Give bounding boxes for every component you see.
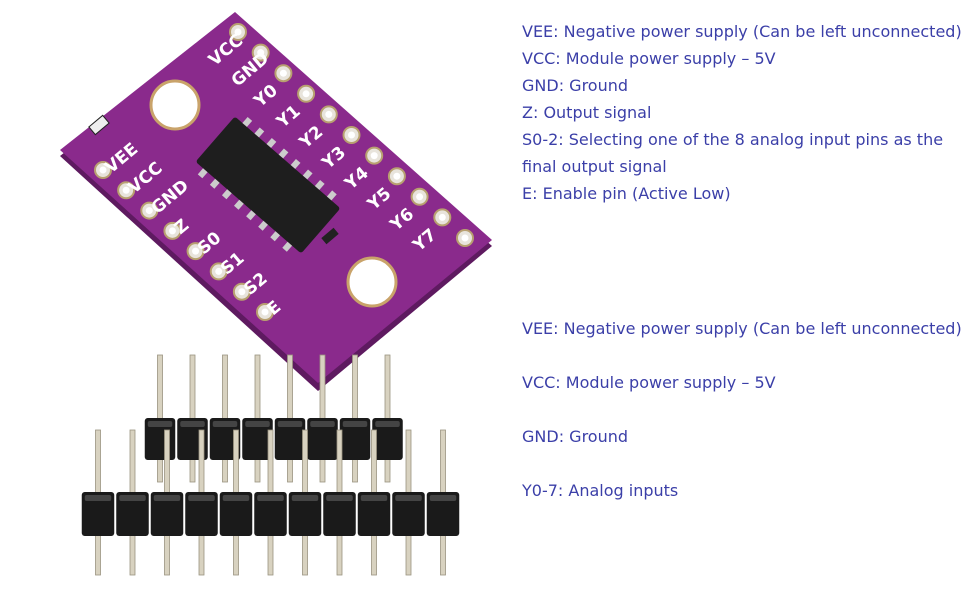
header-highlight — [395, 495, 422, 501]
pin-hole — [416, 193, 424, 201]
header-highlight — [188, 495, 215, 501]
header-8pin-block — [274, 418, 306, 460]
header-8pin-block — [209, 418, 241, 460]
header-11pin-block — [357, 492, 391, 536]
chip-leg — [266, 137, 277, 148]
chip-leg — [246, 210, 256, 221]
header-highlight — [84, 495, 112, 501]
chip-leg — [258, 220, 268, 231]
pin-hole — [348, 131, 355, 139]
pcb-board — [60, 12, 492, 391]
header-11pin-block — [81, 492, 115, 536]
pin-hole — [325, 110, 333, 118]
header-11pin-block — [150, 492, 184, 536]
desc-vee: VEE: Negative power supply (Can be left … — [522, 22, 962, 41]
chip-leg — [314, 179, 325, 190]
ic-chip — [196, 116, 340, 253]
smd-component — [88, 114, 110, 136]
header-highlight — [119, 495, 146, 501]
header-highlight — [153, 495, 181, 501]
header-highlight — [180, 421, 205, 427]
mounting-hole — [149, 79, 201, 131]
pin-hole — [99, 166, 107, 174]
header-8pin-block — [307, 418, 338, 460]
header-highlight — [245, 421, 270, 427]
pin-description-top: VEE: Negative power supply (Can be left … — [522, 18, 967, 207]
desc-z: Z: Output signal — [522, 103, 652, 122]
pin-hole — [234, 28, 242, 36]
desc-vcc: VCC: Module power supply – 5V — [522, 49, 776, 68]
pin-hole — [145, 207, 153, 215]
header-highlight — [291, 495, 319, 501]
pin-hole — [122, 186, 130, 194]
chip-leg — [302, 169, 313, 180]
pin-hole — [168, 227, 176, 235]
chip-leg — [234, 199, 244, 210]
header-highlight — [360, 495, 388, 501]
chip-leg — [270, 231, 281, 242]
chip-leg — [278, 148, 289, 159]
desc-gnd: GND: Ground — [522, 427, 629, 446]
header-highlight — [277, 421, 303, 427]
pin-description-bottom: VEE: Negative power supply (Can be left … — [522, 315, 967, 531]
header-8pin-block — [339, 418, 371, 460]
pin-hole — [192, 247, 200, 255]
pin-hole — [257, 49, 265, 57]
pin-hole — [302, 90, 310, 98]
header-highlight — [222, 495, 250, 501]
header-11pin-block — [426, 492, 460, 536]
pin-hole — [438, 213, 446, 221]
header-highlight — [310, 421, 335, 427]
pin-hole — [393, 172, 401, 180]
pin-hole — [370, 152, 378, 160]
pin-hole — [238, 288, 246, 296]
header-11pin-block — [288, 492, 322, 536]
header-11pin-block — [219, 492, 253, 536]
header-11pin-block — [254, 492, 287, 536]
chip-leg — [290, 158, 301, 169]
header-11pin-block — [185, 492, 218, 536]
smd-component — [321, 227, 339, 245]
chip-leg — [326, 190, 337, 201]
header-highlight — [375, 421, 400, 427]
chip-leg — [282, 241, 293, 252]
header-highlight — [212, 421, 238, 427]
desc-s0-2: S0-2: Selecting one of the 8 analog inpu… — [522, 130, 944, 176]
header-highlight — [326, 495, 353, 501]
desc-vcc: VCC: Module power supply – 5V — [522, 373, 776, 392]
desc-e: E: Enable pin (Active Low) — [522, 184, 731, 203]
desc-vee: VEE: Negative power supply (Can be left … — [522, 319, 962, 338]
header-8pin-block — [242, 418, 273, 460]
mounting-hole — [346, 256, 398, 308]
desc-y0-7: Y0-7: Analog inputs — [522, 481, 679, 500]
pin-hole — [215, 267, 223, 275]
pin-hole — [261, 308, 269, 316]
chip-leg — [197, 168, 208, 179]
header-highlight — [342, 421, 368, 427]
pin-hole — [279, 69, 287, 77]
chip-leg — [254, 127, 265, 138]
pin-hole — [461, 234, 469, 242]
header-highlight — [429, 495, 457, 501]
chip-leg — [242, 116, 253, 127]
multiplexer-module-illustration: VEEVCCGNDY0Y1Y2Y3Y4Y5Y6Y7VEEVCCGNDZS0S1S… — [60, 11, 492, 576]
chip-leg — [209, 178, 220, 189]
header-11pin-block — [323, 492, 356, 536]
header-highlight — [257, 495, 284, 501]
chip-leg — [221, 189, 232, 200]
header-highlight — [147, 421, 173, 427]
header-11pin-block — [116, 492, 149, 536]
header-11pin-block — [392, 492, 425, 536]
desc-gnd: GND: Ground — [522, 76, 629, 95]
header-8pin-block — [372, 418, 403, 460]
